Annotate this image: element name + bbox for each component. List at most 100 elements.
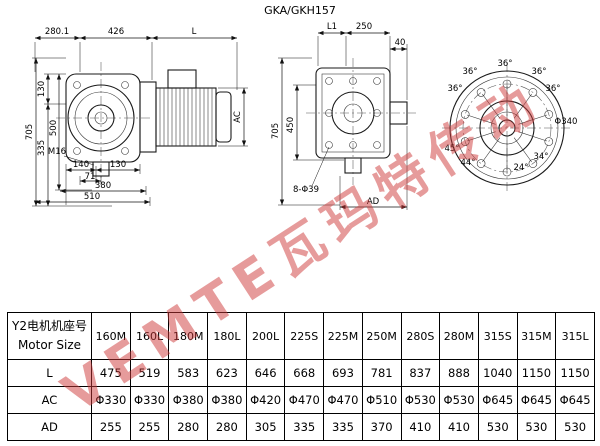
column-header: 280M: [439, 312, 479, 360]
motor-size-header-cn: Y2电机机座号: [12, 318, 87, 333]
value-cell: Φ470: [284, 386, 325, 414]
technical-drawings: GKA/GKH157 280.1 426 L: [25, 4, 577, 210]
dim-label: L: [192, 27, 197, 37]
dim-label: 250: [356, 22, 372, 32]
angle-label: 36°: [447, 84, 462, 94]
value-cell: Φ530: [400, 386, 441, 414]
dim-label: AD: [367, 197, 380, 207]
motor-size-header: Y2电机机座号 Motor Size: [7, 312, 92, 360]
dim-label: L1: [327, 22, 337, 32]
value-cell: Φ380: [168, 386, 209, 414]
value-cell: 668: [284, 359, 325, 387]
angle-label: 24°: [513, 163, 528, 173]
angle-label: 34°: [533, 152, 548, 162]
value-cell: 530: [516, 413, 557, 441]
value-cell: Φ510: [361, 386, 402, 414]
column-header: 160M: [91, 312, 131, 360]
value-cell: Φ330: [129, 386, 170, 414]
value-cell: Φ645: [516, 386, 557, 414]
motor-dimension-table: Y2电机机座号 Motor Size 160M 160L 180M 180L 2…: [7, 312, 595, 441]
row-label-ac: AC: [7, 386, 92, 414]
dim-label: 280.1: [45, 27, 69, 37]
angle-label: 36°: [462, 67, 477, 77]
fan-cover: [215, 91, 232, 143]
value-cell: Φ380: [207, 386, 247, 414]
value-cell: 646: [245, 359, 286, 387]
side-view: 280.1 426 L 705 130 335 500 AC: [25, 27, 248, 207]
bolt-hole-callout: 8-Φ39: [293, 185, 319, 195]
value-cell: 1040: [477, 359, 518, 387]
column-header: 200L: [245, 312, 286, 360]
dim-label: 450: [286, 117, 296, 133]
column-header: 315M: [516, 312, 557, 360]
value-cell: 583: [168, 359, 209, 387]
dim-label: 130: [37, 81, 47, 97]
dim-label: 40: [395, 38, 406, 48]
value-cell: 888: [439, 359, 479, 387]
thread-label: M16: [48, 147, 66, 157]
value-cell: Φ645: [555, 386, 595, 414]
flange-view: 36° 36° 36° 36° 36° 45° 44° 24° 34° Φ340: [442, 59, 577, 193]
column-header: 315S: [477, 312, 518, 360]
value-cell: 530: [477, 413, 518, 441]
column-header: 225M: [323, 312, 363, 360]
terminal-box: [167, 69, 197, 89]
value-cell: 781: [361, 359, 402, 387]
value-cell: Φ330: [91, 386, 131, 414]
output-shaft-front: [344, 157, 362, 174]
dim-label: 705: [25, 124, 35, 140]
value-cell: 837: [400, 359, 441, 387]
value-cell: 370: [361, 413, 402, 441]
value-cell: 1150: [555, 359, 595, 387]
dim-label: 426: [108, 27, 124, 37]
value-cell: Φ420: [245, 386, 286, 414]
value-cell: 280: [168, 413, 209, 441]
angle-label: 36°: [531, 67, 546, 77]
dim-label: 71: [85, 172, 96, 182]
value-cell: 693: [323, 359, 363, 387]
value-cell: 519: [129, 359, 170, 387]
dim-label: 510: [84, 192, 100, 202]
dim-label: 380: [95, 181, 111, 191]
row-label-ad: AD: [7, 413, 92, 441]
value-cell: 410: [400, 413, 441, 441]
value-cell: Φ530: [439, 386, 479, 414]
value-cell: 530: [555, 413, 595, 441]
diameter-label: Φ340: [555, 117, 578, 127]
flange-outer-circle: [449, 70, 565, 186]
value-cell: 305: [245, 413, 286, 441]
value-cell: 335: [284, 413, 325, 441]
column-header: 180L: [207, 312, 247, 360]
angle-label: 36°: [545, 84, 560, 94]
row-label-l: L: [7, 359, 92, 387]
value-cell: 335: [323, 413, 363, 441]
motor-size-header-en: Motor Size: [17, 338, 82, 352]
dim-label: 140: [73, 160, 89, 170]
drawing-title: GKA/GKH157: [264, 4, 336, 17]
dim-label: 705: [271, 123, 281, 139]
angle-label: 36°: [497, 59, 512, 69]
input-shaft: [389, 101, 408, 125]
value-cell: 410: [439, 413, 479, 441]
angle-label: 45°: [444, 144, 459, 154]
dim-label: 130: [110, 160, 126, 170]
front-view: L1 250 40 705 450 8-Φ39 AD: [271, 22, 416, 210]
value-cell: 255: [129, 413, 170, 441]
column-header: 160L: [129, 312, 170, 360]
column-header: 280S: [400, 312, 441, 360]
column-header: 225S: [284, 312, 325, 360]
angle-label: 44°: [460, 158, 475, 168]
dim-label: 500: [49, 120, 59, 136]
value-cell: 623: [207, 359, 247, 387]
value-cell: 255: [91, 413, 131, 441]
value-cell: 280: [207, 413, 247, 441]
dim-label: AC: [233, 111, 243, 123]
value-cell: 475: [91, 359, 131, 387]
column-header: 315L: [555, 312, 595, 360]
column-header: 180M: [168, 312, 209, 360]
value-cell: 1150: [516, 359, 557, 387]
column-header: 250M: [361, 312, 402, 360]
value-cell: Φ645: [477, 386, 518, 414]
dim-label: 335: [37, 140, 47, 156]
value-cell: Φ470: [323, 386, 363, 414]
